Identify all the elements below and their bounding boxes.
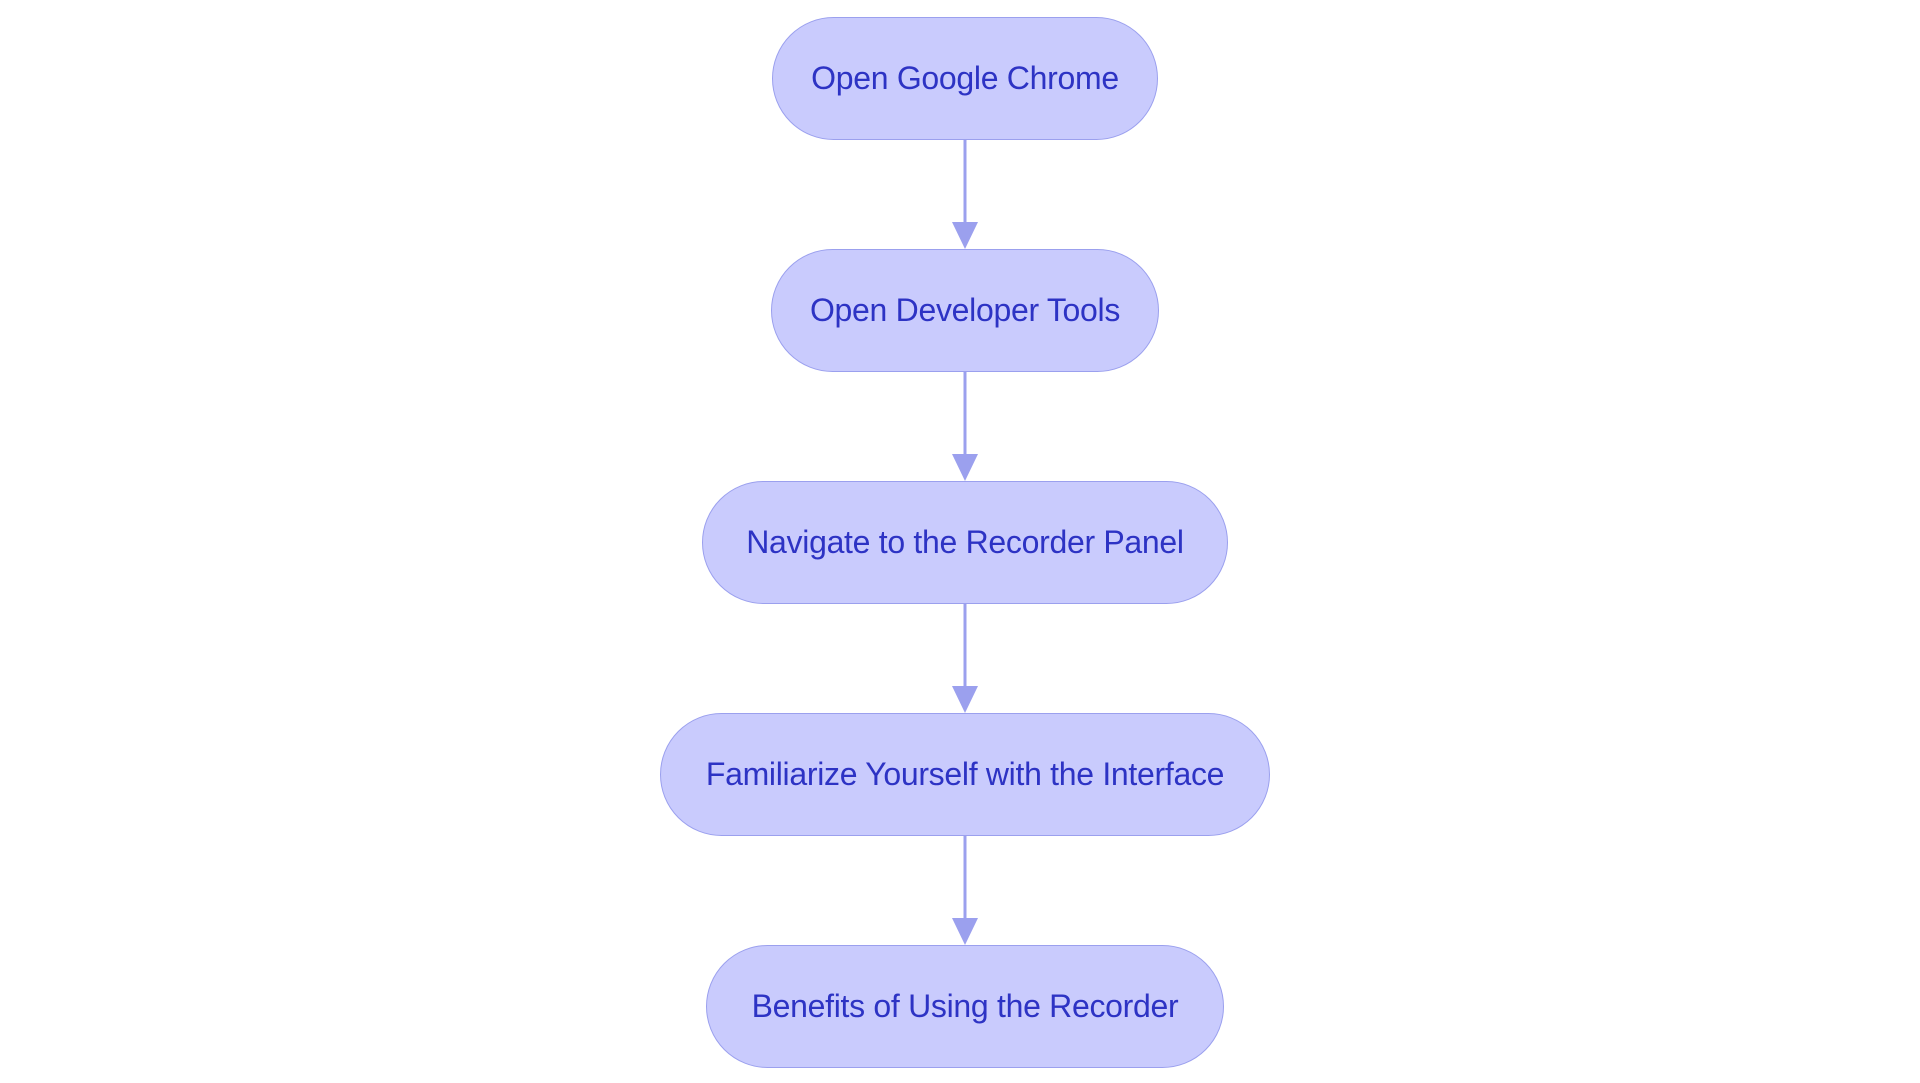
edge-recorder-panel-to-interface [952, 604, 978, 713]
node-label: Open Developer Tools [809, 292, 1121, 328]
node-label: Familiarize Yourself with the Interface [705, 756, 1225, 792]
node-navigate-recorder-panel: Navigate to the Recorder Panel [702, 481, 1228, 604]
node-label: Open Google Chrome [811, 60, 1119, 96]
node-label: Benefits of Using the Recorder [751, 988, 1179, 1024]
node-familiarize-interface: Familiarize Yourself with the Interface [660, 713, 1270, 836]
edge-open-chrome-to-devtools [952, 140, 978, 249]
node-open-google-chrome: Open Google Chrome [772, 17, 1158, 140]
node-open-developer-tools: Open Developer Tools [771, 249, 1159, 372]
edge-interface-to-benefits [952, 836, 978, 945]
edge-devtools-to-recorder-panel [952, 372, 978, 481]
node-benefits-recorder: Benefits of Using the Recorder [706, 945, 1224, 1068]
node-label: Navigate to the Recorder Panel [746, 524, 1184, 560]
